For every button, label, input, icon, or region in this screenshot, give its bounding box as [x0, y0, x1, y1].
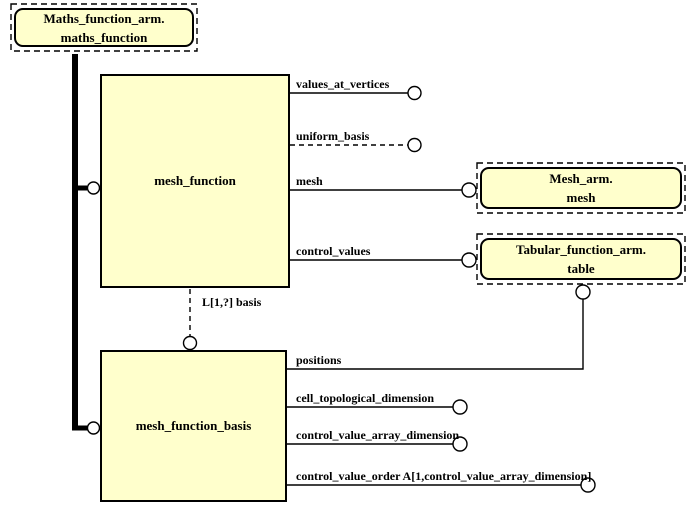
entity-box-mesh-function-label: mesh_function: [154, 173, 236, 188]
attr-label-basis: L[1,?] basis: [202, 295, 262, 309]
ref-box-tabular-function-arm-line2: table: [567, 261, 595, 276]
ref-box-mesh-arm[interactable]: Mesh_arm. mesh: [480, 167, 682, 209]
ref-box-maths-function[interactable]: Maths_function_arm. maths_function: [14, 8, 194, 47]
open-circle-control-values: [461, 252, 477, 268]
ref-box-tabular-function-arm-line1: Tabular_function_arm.: [516, 242, 646, 257]
open-circle-control-value-order: [580, 477, 596, 493]
ref-box-mesh-arm-line1: Mesh_arm.: [549, 171, 613, 186]
ref-frame-tabular-function-arm: [476, 233, 686, 285]
entity-box-mesh-function-basis[interactable]: mesh_function_basis: [100, 350, 287, 502]
open-circle-cell-topological-dimension: [452, 399, 468, 415]
open-circle-supertype-mesh-function-basis: [86, 421, 101, 435]
attr-line-positions: [286, 299, 584, 370]
open-circle-uniform-basis: [407, 137, 422, 153]
attr-label-control-value-order: control_value_order A[1,control_value_ar…: [296, 469, 592, 483]
ref-frame-maths-function: [10, 3, 198, 52]
open-circle-basis: [182, 335, 198, 351]
ref-box-tabular-function-arm[interactable]: Tabular_function_arm. table: [480, 238, 682, 280]
attr-label-values-at-vertices: values_at_vertices: [296, 77, 390, 91]
entity-box-mesh-function[interactable]: mesh_function: [100, 74, 290, 288]
open-circle-positions: [575, 284, 591, 300]
attr-label-control-values: control_values: [296, 244, 371, 258]
open-circle-supertype-mesh-function: [86, 181, 101, 195]
attr-label-uniform-basis: uniform_basis: [296, 129, 370, 143]
attr-label-cell-topological-dimension: cell_topological_dimension: [296, 391, 434, 405]
ref-box-maths-function-line1: Maths_function_arm.: [43, 10, 165, 26]
ref-frame-mesh-arm: [476, 162, 686, 214]
ref-box-mesh-arm-line2: mesh: [566, 190, 596, 205]
attr-label-control-value-array-dimension: control_value_array_dimension: [296, 428, 460, 442]
open-circle-values-at-vertices: [407, 85, 422, 101]
open-circle-mesh: [461, 182, 477, 198]
attr-label-positions: positions: [296, 353, 342, 367]
open-circle-control-value-array-dimension: [452, 436, 468, 452]
ref-box-maths-function-line2: maths_function: [60, 29, 148, 45]
attr-label-mesh: mesh: [296, 174, 323, 188]
entity-box-mesh-function-basis-label: mesh_function_basis: [135, 418, 252, 433]
